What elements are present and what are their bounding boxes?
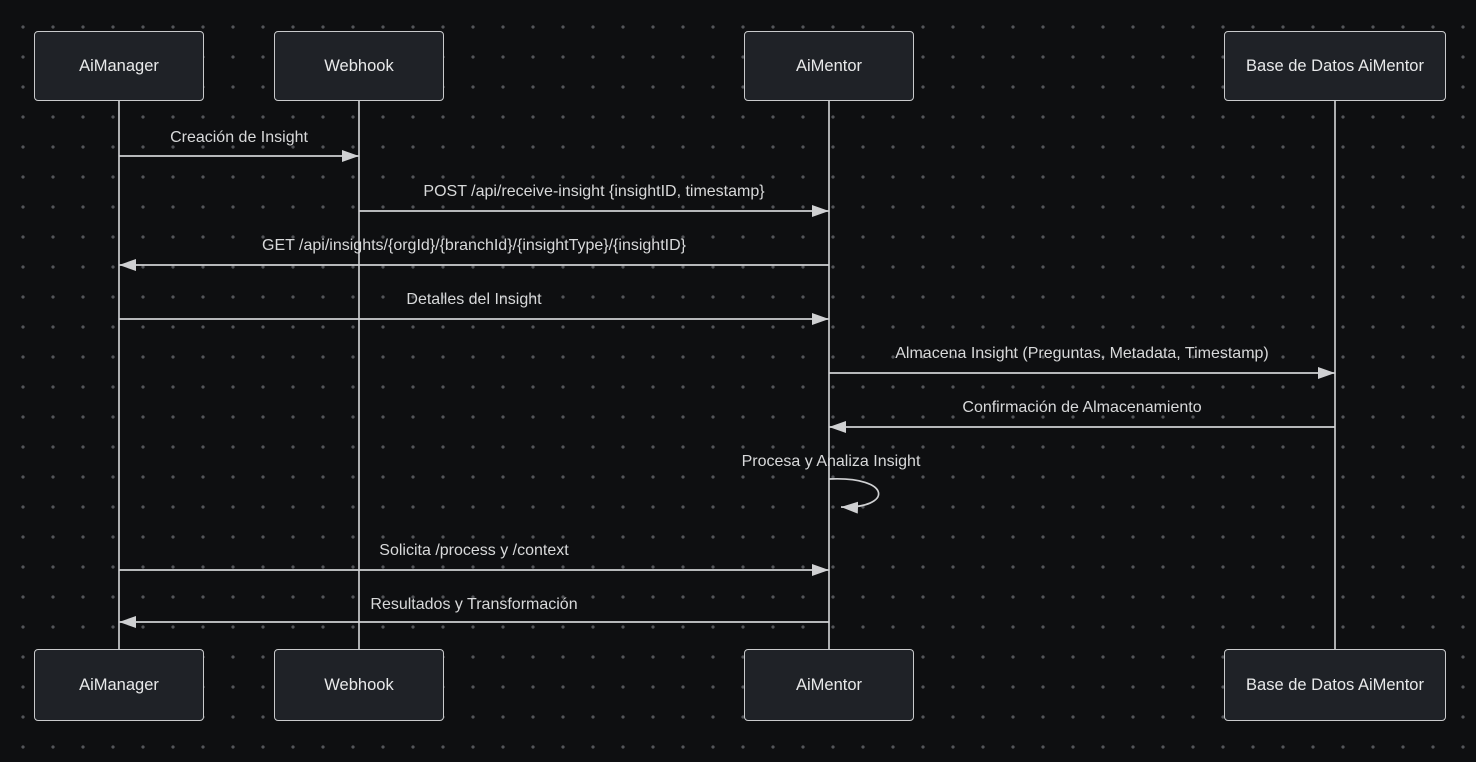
actor-top-base-de-datos[interactable]: Base de Datos AiMentor — [1224, 31, 1446, 101]
actor-bottom-aimentor[interactable]: AiMentor — [744, 649, 914, 721]
actor-bottom-base-de-datos[interactable]: Base de Datos AiMentor — [1224, 649, 1446, 721]
actor-label: AiManager — [79, 56, 159, 75]
message-label-resultados-transformacion: Resultados y Transformación — [370, 596, 578, 613]
actor-label: AiMentor — [795, 675, 863, 694]
actor-top-aimanager[interactable]: AiManager — [34, 31, 204, 101]
message-label-procesa-analiza-insight: Procesa y Analiza Insight — [741, 453, 921, 470]
actor-bottom-aimanager[interactable]: AiManager — [34, 649, 204, 721]
actor-label: AiManager — [79, 675, 159, 694]
actor-bottom-webhook[interactable]: Webhook — [274, 649, 444, 721]
actor-label: Base de Datos AiMentor — [1246, 56, 1424, 75]
message-label-almacena-insight: Almacena Insight (Preguntas, Metadata, T… — [895, 345, 1269, 362]
actor-top-webhook[interactable]: Webhook — [274, 31, 444, 101]
actor-label: Base de Datos AiMentor — [1246, 675, 1424, 694]
actor-label: Webhook — [324, 56, 394, 75]
actor-label: AiMentor — [795, 56, 863, 75]
message-label-creacion-de-insight: Creación de Insight — [170, 129, 308, 146]
actor-label: Webhook — [324, 675, 394, 694]
message-label-get-insights: GET /api/insights/{orgId}/{branchId}/{in… — [262, 237, 686, 254]
message-label-confirmacion-almacenamiento: Confirmación de Almacenamiento — [962, 399, 1202, 416]
message-label-post-receive-insight: POST /api/receive-insight {insightID, ti… — [423, 183, 765, 200]
message-arrow-self-procesa-analiza — [828, 478, 880, 514]
actor-top-aimentor[interactable]: AiMentor — [744, 31, 914, 101]
message-label-detalles-del-insight: Detalles del Insight — [406, 291, 542, 308]
message-label-solicita-process-context: Solicita /process y /context — [379, 542, 569, 559]
